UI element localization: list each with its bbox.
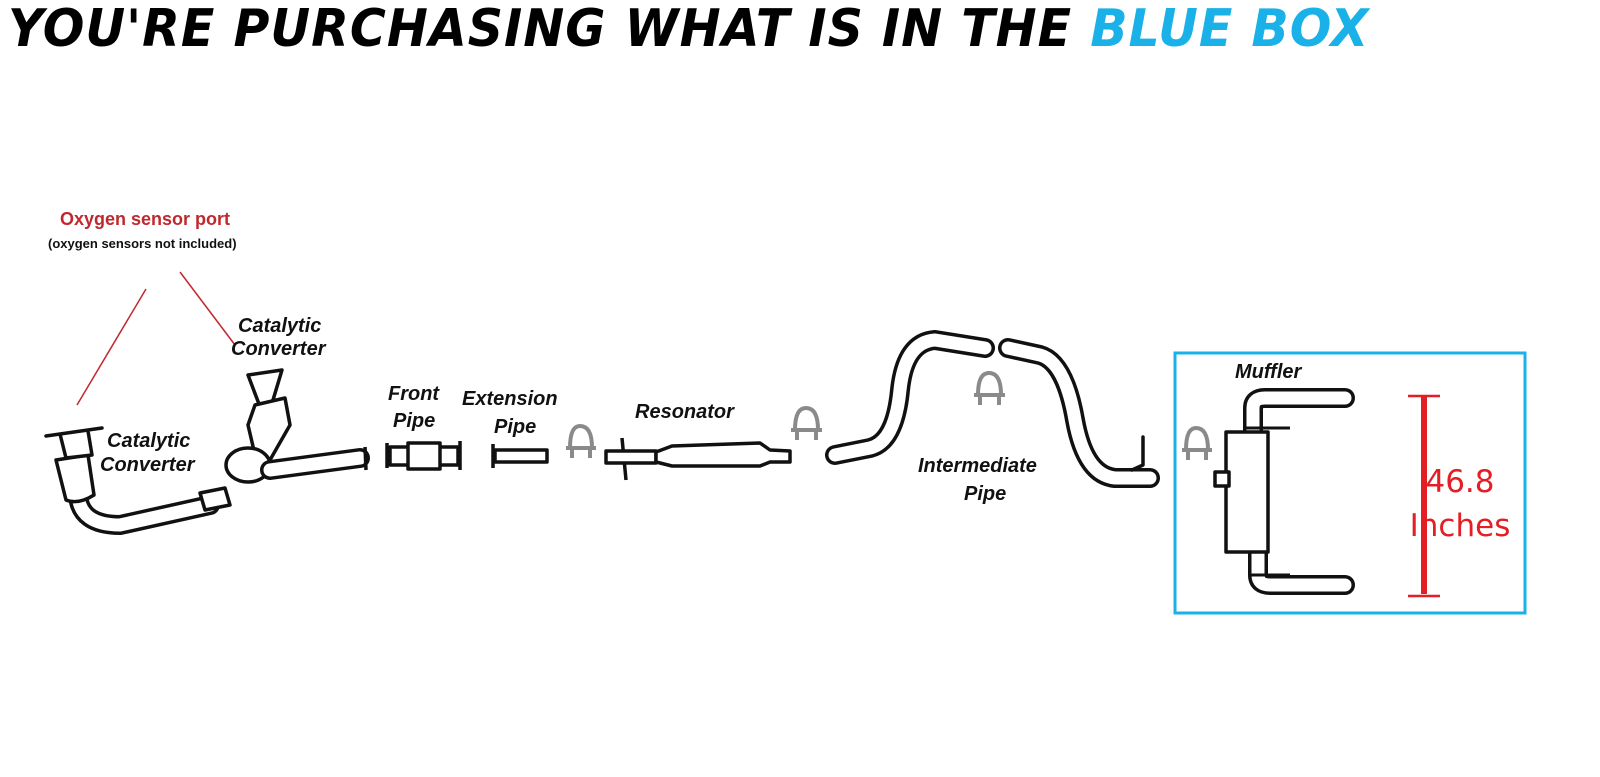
clamp-icon (791, 405, 822, 440)
sensor-pointer-line (179, 271, 236, 346)
front-pipe (385, 441, 462, 471)
intermediate-pipe (825, 329, 1160, 488)
blue-box (1173, 351, 1527, 615)
catalytic-converter-lower (44, 426, 232, 536)
label-catalytic-converter-upper: Catalytic (238, 315, 321, 337)
clamp-icon (974, 370, 1005, 405)
label-extension-pipe-2: Pipe (494, 416, 536, 438)
muffler (1213, 388, 1355, 595)
dimension-unit: Inches (1410, 508, 1511, 544)
extension-pipe (491, 444, 549, 468)
label-catalytic-converter-lower-2: Converter (100, 454, 196, 476)
label-extension-pipe: Extension (462, 388, 558, 410)
clamp-icon (1182, 425, 1212, 460)
clamp-icon (566, 423, 596, 458)
label-front-pipe: Front (388, 383, 440, 405)
headline-highlight: BLUE BOX (1090, 0, 1370, 59)
label-intermediate-pipe-2: Pipe (964, 483, 1006, 505)
sensor-note-subtitle: (oxygen sensors not included) (48, 236, 237, 251)
label-intermediate-pipe: Intermediate (918, 455, 1037, 477)
headline: YOU'RE PURCHASING WHAT IS IN THE BLUE BO… (8, 0, 1598, 58)
headline-text: YOU'RE PURCHASING WHAT IS IN THE (8, 0, 1091, 59)
sensor-pointer-line (76, 288, 147, 406)
catalytic-converter-upper (224, 368, 370, 484)
dimension-bar (1408, 394, 1440, 598)
label-muffler: Muffler (1235, 361, 1303, 383)
label-resonator: Resonator (635, 401, 735, 423)
dimension-value: 46.8 (1425, 464, 1494, 500)
label-catalytic-converter-lower: Catalytic (107, 430, 190, 452)
label-catalytic-converter-upper-2: Converter (231, 338, 327, 360)
resonator (604, 437, 792, 481)
sensor-note-title: Oxygen sensor port (60, 209, 230, 229)
label-front-pipe-2: Pipe (393, 410, 435, 432)
